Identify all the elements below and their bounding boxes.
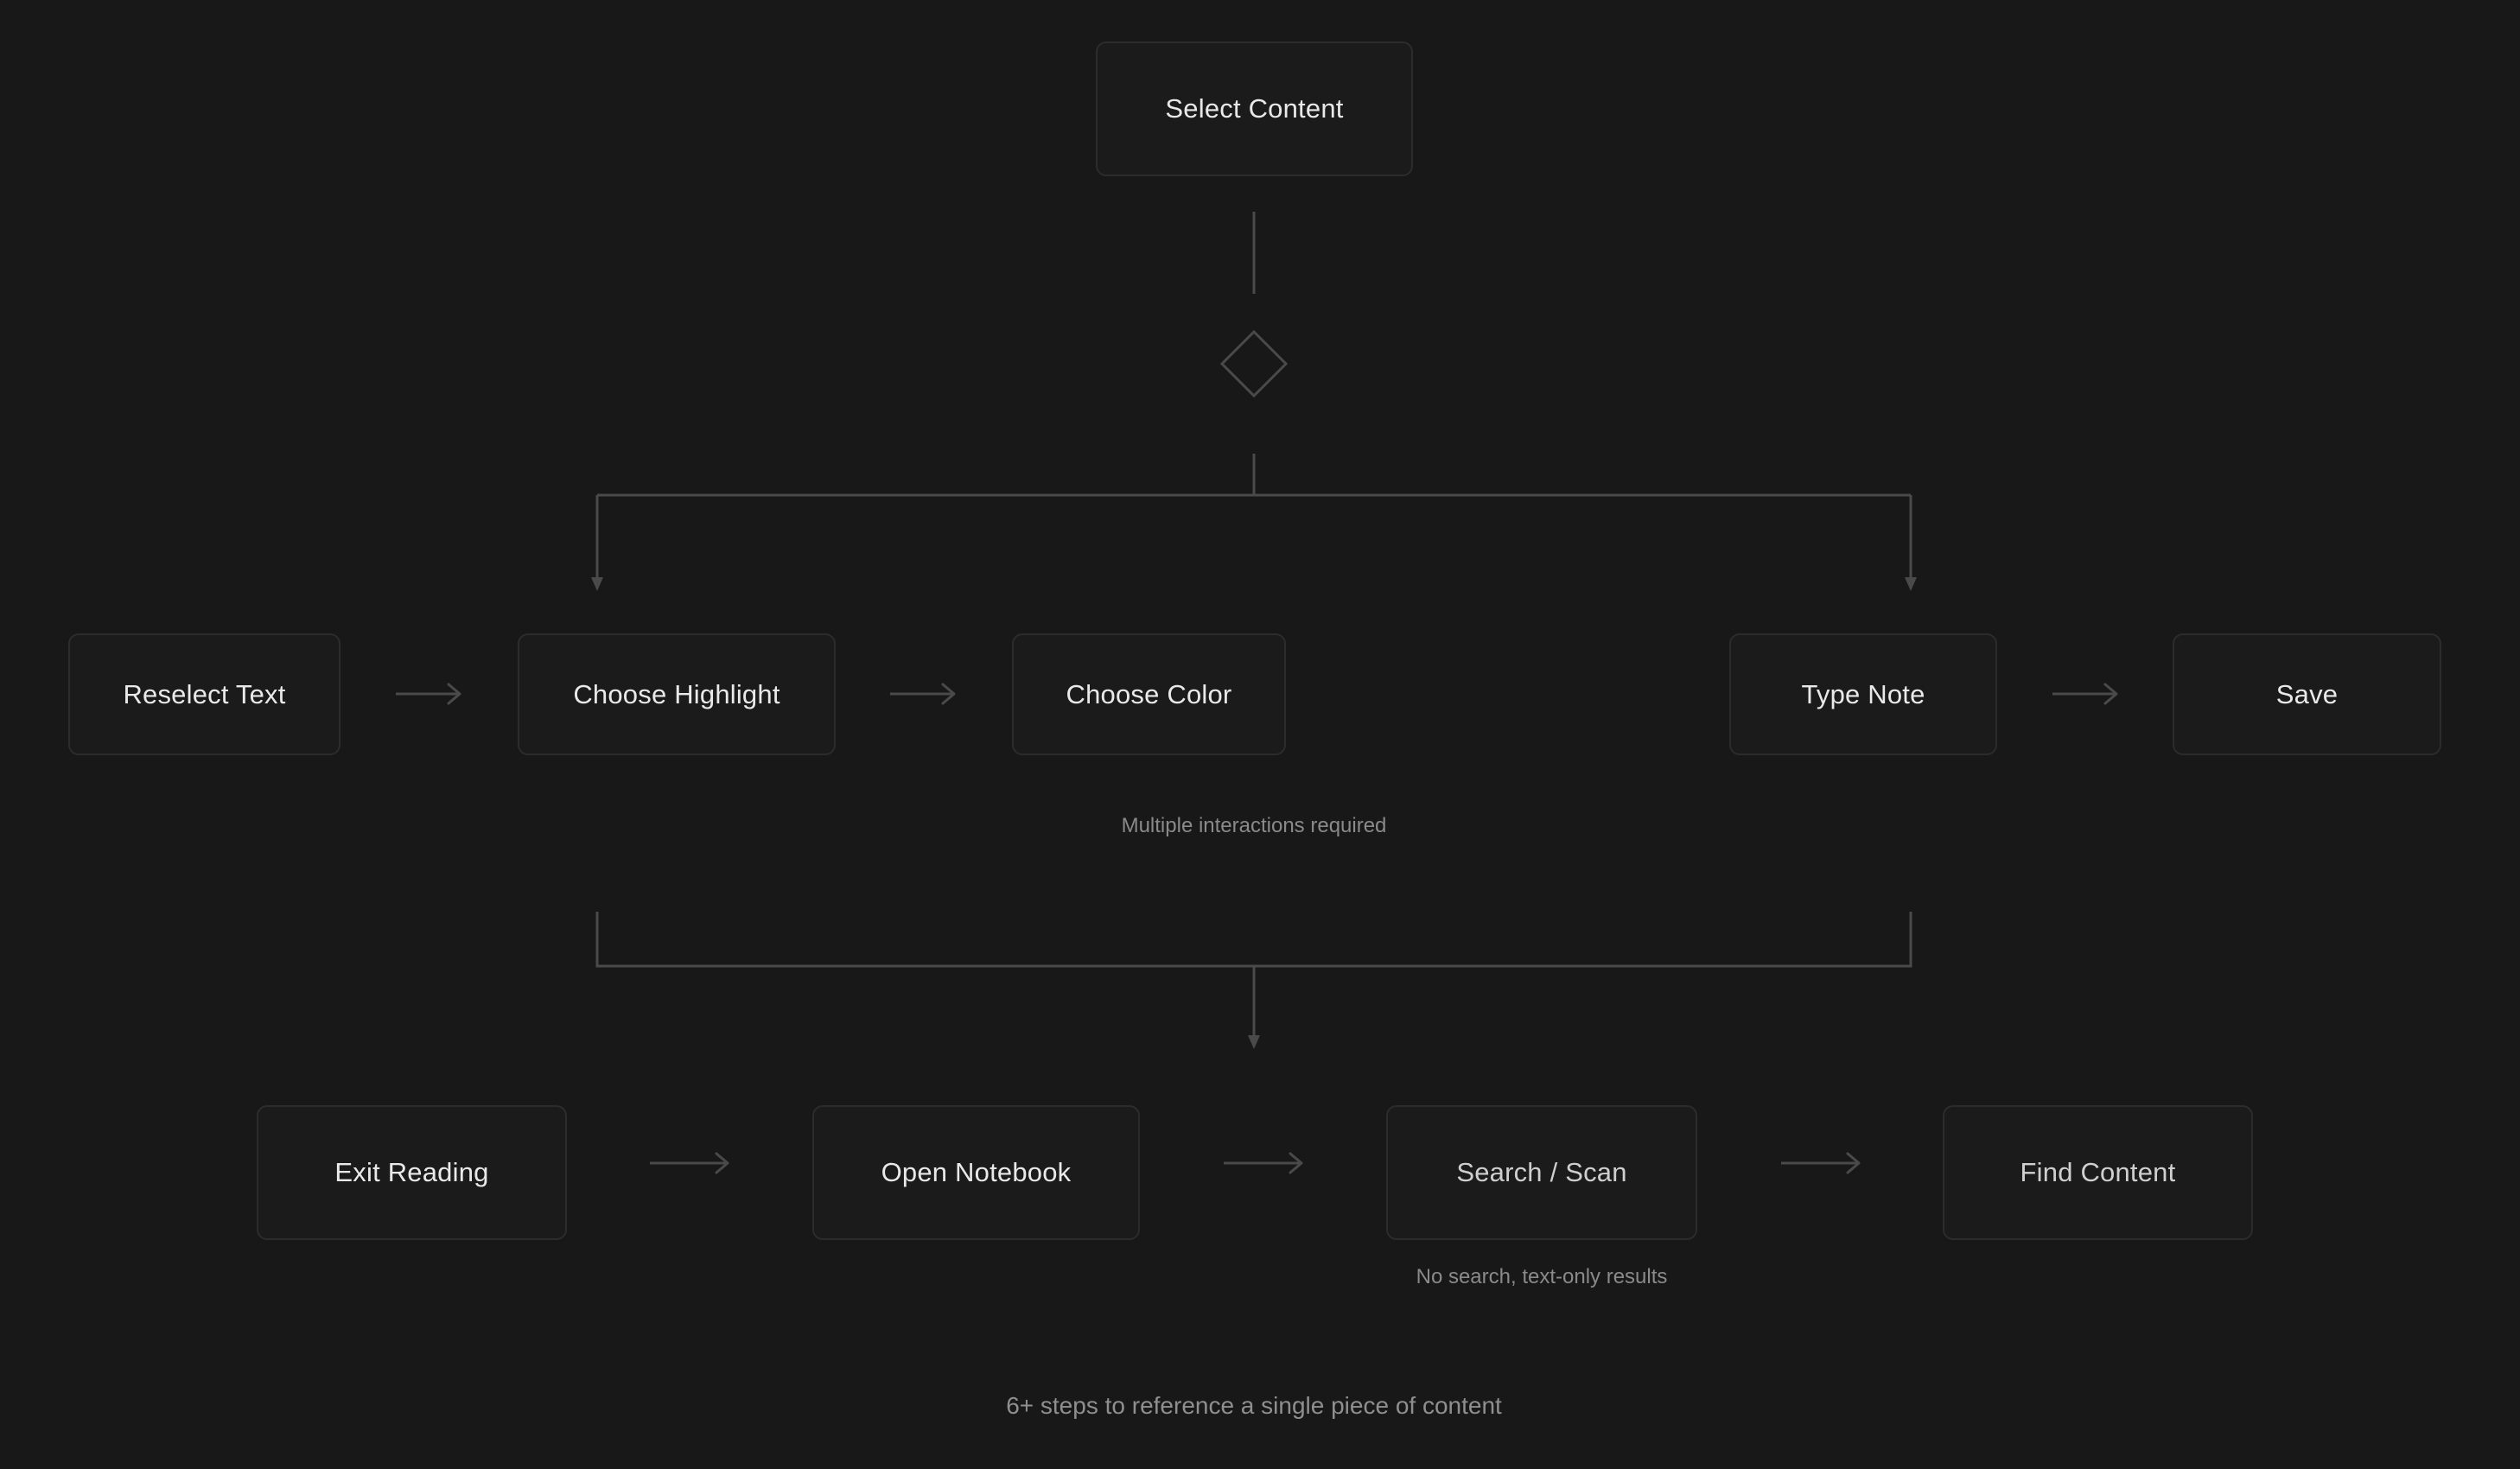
note-no-search: No search, text-only results bbox=[1416, 1265, 1668, 1288]
arrowhead-exit-to-notebook bbox=[715, 1152, 729, 1174]
node-reselect-text: Reselect Text bbox=[68, 633, 340, 755]
arrowhead-notebook-to-search bbox=[1289, 1152, 1303, 1174]
arrowhead-note-to-save bbox=[2103, 683, 2118, 705]
node-exit-reading: Exit Reading bbox=[257, 1105, 567, 1240]
node-choose-highlight: Choose Highlight bbox=[518, 633, 836, 755]
arrowhead-to-note bbox=[1905, 577, 1917, 591]
merge-bracket bbox=[595, 912, 1912, 968]
arrowhead-to-highlight bbox=[591, 577, 603, 591]
node-type-note: Type Note bbox=[1729, 633, 1997, 755]
arrowhead-search-to-find bbox=[1846, 1152, 1861, 1174]
node-open-notebook: Open Notebook bbox=[812, 1105, 1140, 1240]
node-find-content: Find Content bbox=[1943, 1105, 2253, 1240]
node-select-content: Select Content bbox=[1096, 41, 1413, 176]
node-choose-color: Choose Color bbox=[1012, 633, 1286, 755]
node-save: Save bbox=[2173, 633, 2441, 755]
note-multiple-interactions: Multiple interactions required bbox=[1121, 814, 1387, 837]
arrowhead-highlight-to-color bbox=[941, 683, 956, 705]
footer-caption: 6+ steps to reference a single piece of … bbox=[1006, 1392, 1502, 1419]
arrowhead-reselect-to-highlight bbox=[447, 683, 461, 705]
node-search-scan: Search / Scan bbox=[1386, 1105, 1697, 1240]
decision-diamond bbox=[1219, 329, 1289, 398]
arrowhead-to-row2 bbox=[1248, 1035, 1260, 1049]
